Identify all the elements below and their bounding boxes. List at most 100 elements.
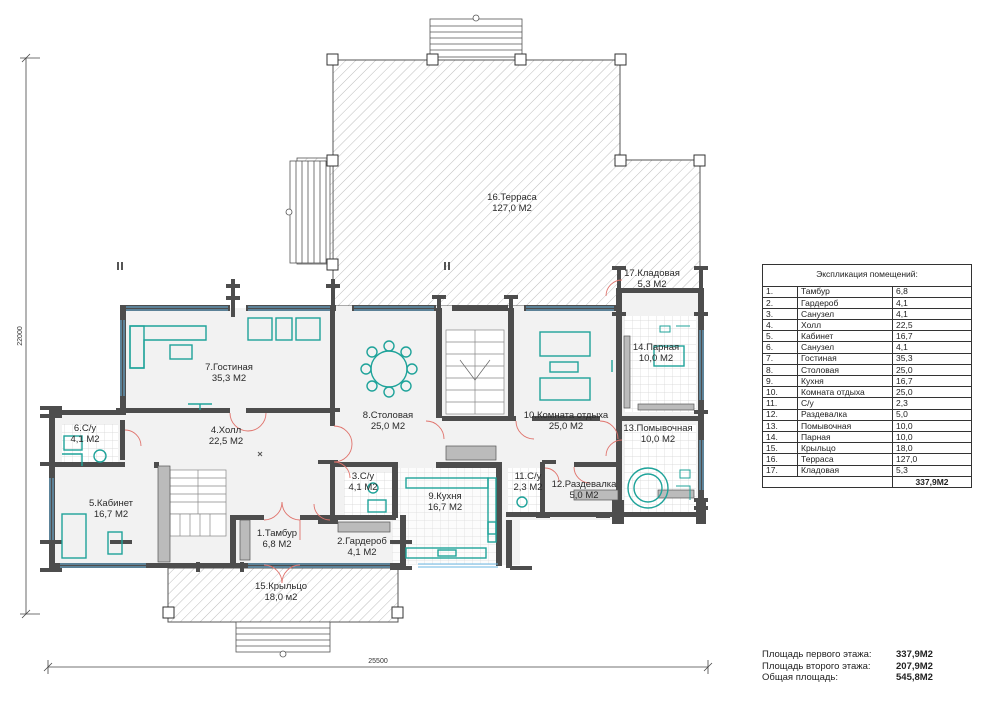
entry-marker — [257, 451, 263, 457]
room-name: 13.Помывочная — [623, 423, 692, 434]
plumbing-marks — [659, 325, 691, 500]
room-name: 10.Комната отдыха — [524, 410, 609, 421]
furniture — [61, 317, 685, 559]
explication-area: 10,0 — [892, 419, 971, 432]
explication-name: Санузел — [797, 341, 893, 354]
hall-stairs — [169, 469, 227, 537]
explication-area: 25,0 — [892, 363, 971, 377]
total-area-value: 545,8М2 — [896, 672, 933, 683]
shelving — [157, 335, 695, 563]
room-area: 4,1 М2 — [348, 482, 377, 493]
walls — [40, 266, 708, 572]
room-area: 5,3 М2 — [637, 279, 666, 290]
room-area: 6,8 М2 — [262, 539, 291, 550]
first-floor-area-value: 337,9М2 — [896, 649, 933, 660]
windows — [49, 306, 704, 568]
room-name: 2.Гардероб — [337, 536, 387, 547]
room-area: 10,0 М2 — [639, 353, 673, 364]
explication-area: 18,0 — [892, 442, 971, 455]
room-label: 3.С/у4,1 М2 — [348, 471, 377, 493]
explication-area: 4,1 — [892, 341, 971, 354]
room-name: 16.Терраса — [487, 192, 537, 203]
explication-num: 4. — [763, 319, 798, 332]
explication-num: 6. — [763, 341, 798, 354]
service-stairs — [445, 329, 505, 415]
area-summary: Площадь первого этажа: 337,9М2 Площадь в… — [762, 649, 933, 684]
explication-name: Столовая — [797, 363, 893, 377]
room-area: 4,1 М2 — [70, 434, 99, 445]
explication-area: 16,7 — [892, 374, 971, 388]
explication-name: Кладовая — [797, 464, 893, 477]
small-post-marks — [117, 262, 450, 270]
explication-num: 11. — [763, 397, 798, 410]
explication-area: 16,7 — [892, 330, 971, 343]
explication-name: Парная — [797, 430, 893, 444]
explication-name: Гостиная — [797, 352, 893, 365]
explication-num: 12. — [763, 408, 798, 421]
second-floor-area: Площадь второго этажа: 207,9М2 — [762, 661, 933, 673]
room-area: 5,0 М2 — [569, 490, 598, 501]
explication-num: 3. — [763, 307, 798, 321]
second-floor-area-label: Площадь второго этажа: — [762, 660, 871, 672]
room-area: 25,0 М2 — [371, 421, 405, 432]
room-area: 127,0 М2 — [492, 203, 532, 214]
room-label: 11.С/у2,3 М2 — [513, 471, 542, 493]
explication-num: 13. — [763, 419, 798, 432]
explication-area: 5,0 — [892, 408, 971, 421]
explication-area: 35,3 — [892, 352, 971, 365]
explication-area: 4,1 — [892, 307, 971, 321]
room-name: 17.Кладовая — [624, 268, 680, 279]
room-name: 14.Парная — [633, 342, 679, 353]
explication-num: 8. — [763, 363, 798, 377]
room-name: 7.Гостиная — [205, 362, 253, 373]
explication-area: 10,0 — [892, 430, 971, 444]
terrace-posts — [326, 53, 706, 271]
room-area: 16,7 М2 — [428, 502, 462, 513]
explication-name: Гардероб — [797, 296, 893, 309]
explication-area: 127,0 — [892, 453, 971, 466]
explication-name: Раздевалка — [797, 408, 893, 421]
explication-area: 5,3 — [892, 464, 971, 477]
room-area: 22,5 М2 — [209, 436, 243, 447]
room-name: 3.С/у — [352, 471, 374, 482]
room-name: 12.Раздевалка — [552, 479, 618, 490]
explication-num: 10. — [763, 386, 798, 399]
explication-name: С/у — [797, 397, 893, 410]
room-name: 15.Крыльцо — [255, 581, 307, 592]
height-dimension — [20, 53, 40, 619]
second-floor-area-value: 207,9М2 — [896, 660, 933, 672]
room-area: 35,3 М2 — [212, 373, 246, 384]
terrace-left-stairs — [289, 160, 331, 264]
first-floor-area-label: Площадь первого этажа: — [762, 649, 872, 660]
explication-num: 1. — [763, 286, 798, 298]
explication-name: Комната отдыха — [797, 386, 893, 399]
room-name: 8.Столовая — [363, 410, 413, 421]
total-area: Общая площадь: 545,8М2 — [762, 672, 933, 684]
explication-num: 17. — [763, 464, 798, 477]
room-name: 11.С/у — [515, 471, 542, 482]
explication-area: 4,1 — [892, 296, 971, 309]
room-name: 5.Кабинет — [89, 498, 134, 509]
explication-num: 16. — [763, 453, 798, 466]
